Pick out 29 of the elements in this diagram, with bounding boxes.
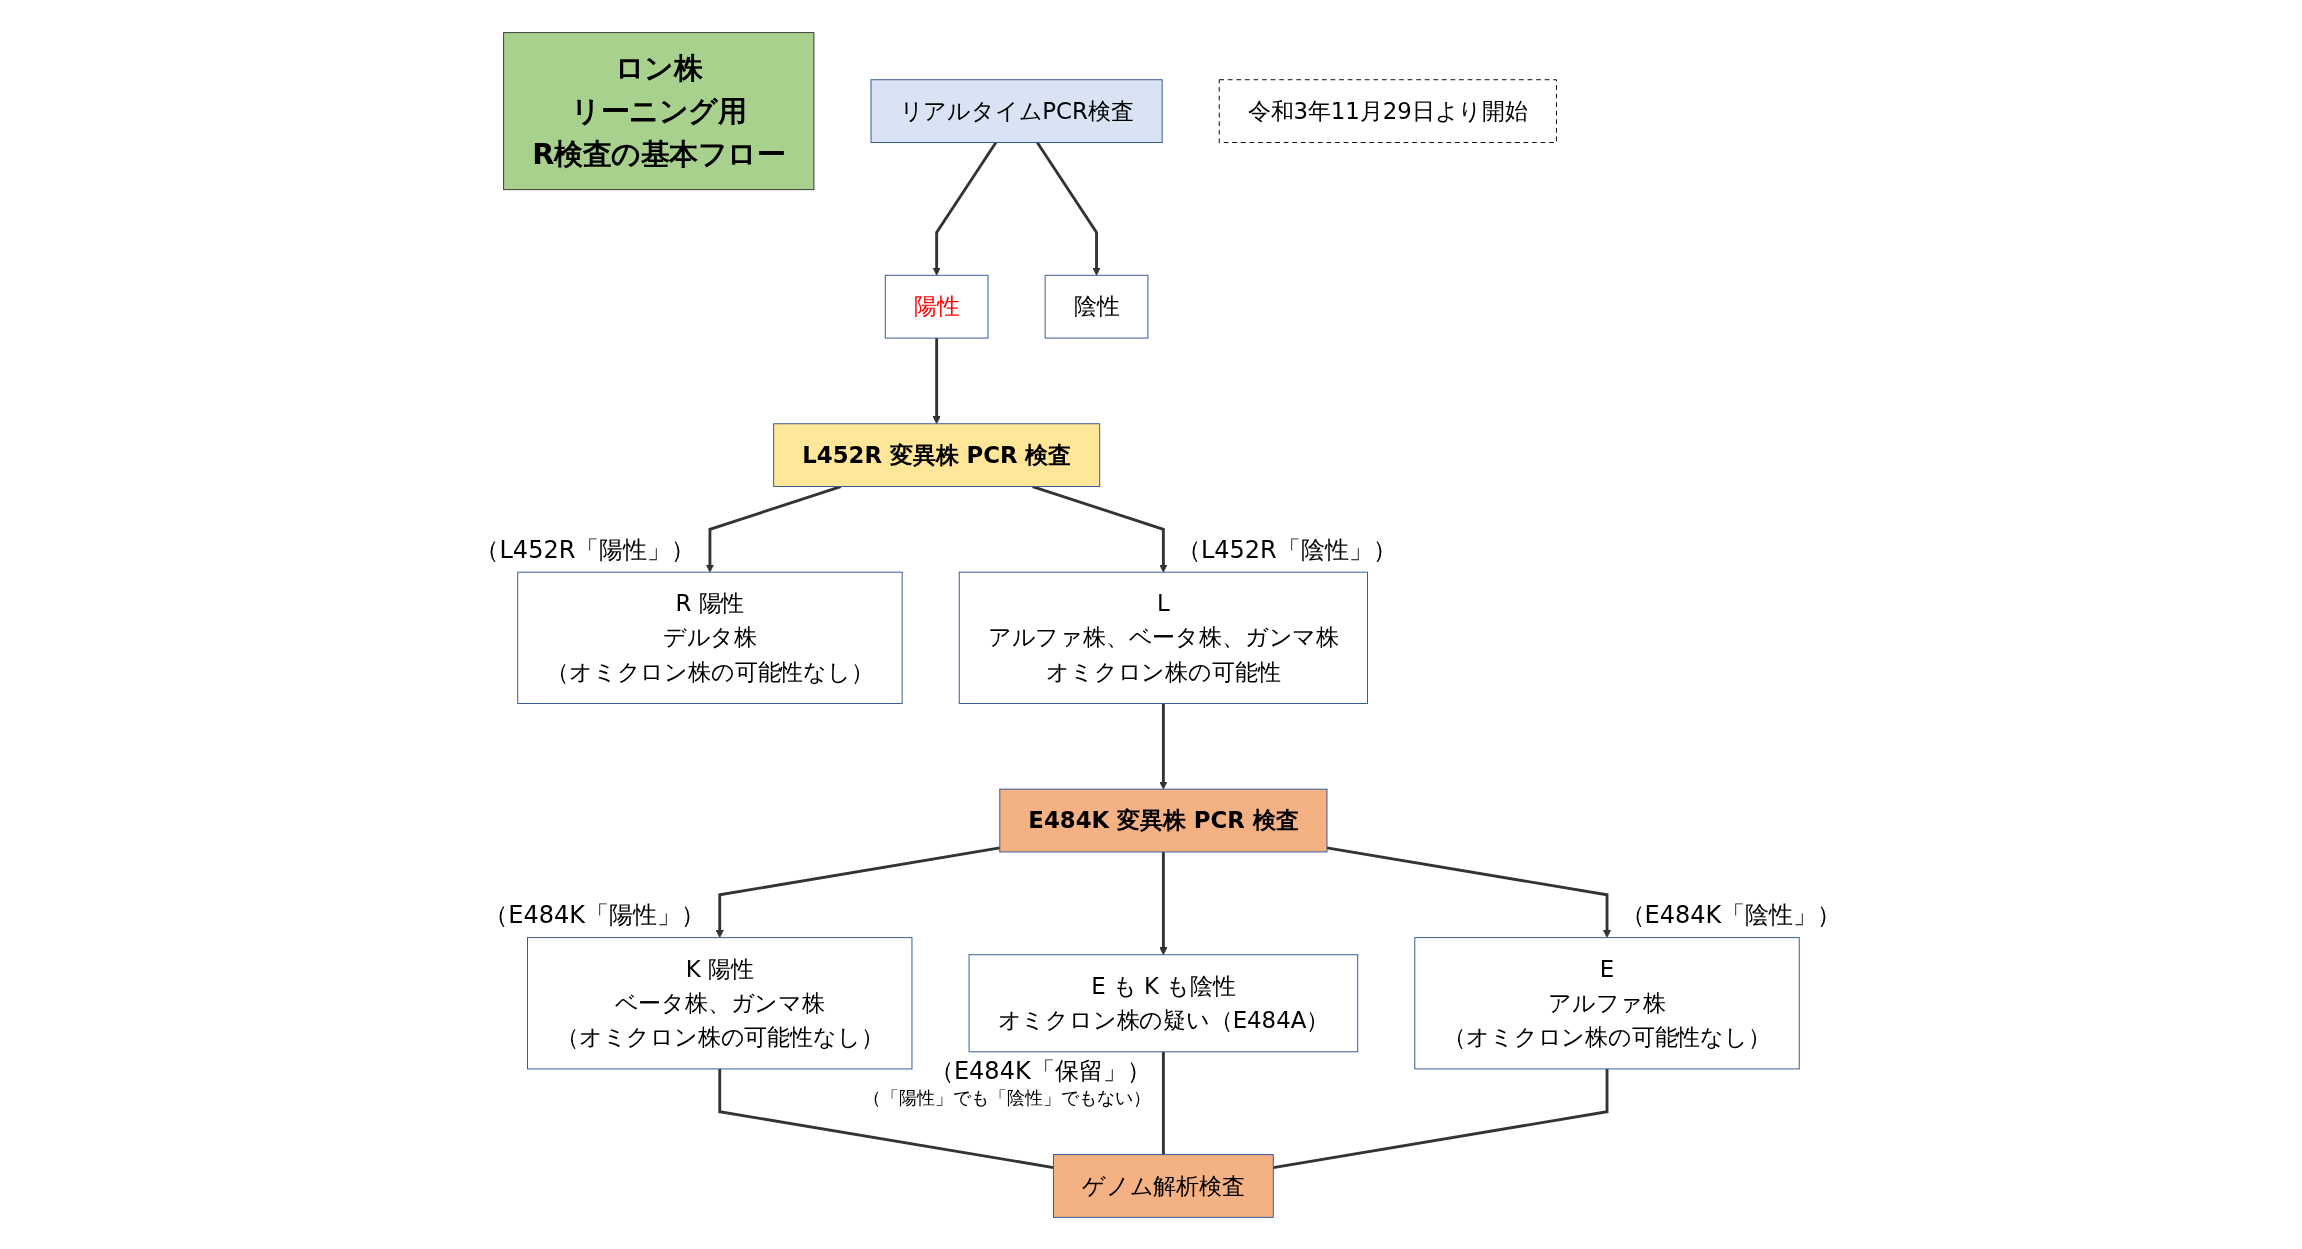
connector xyxy=(1161,1051,1165,1155)
result-note: （L452R「陰性」） xyxy=(1176,535,1397,565)
node-box: 陰性 xyxy=(1044,274,1148,339)
arrow xyxy=(932,337,941,424)
node-box: K 陽性 ベータ株、ガンマ株 （オミクロン株の可能性なし） xyxy=(526,936,912,1069)
arrow xyxy=(1158,851,1168,955)
connector xyxy=(717,1068,1054,1169)
arrow xyxy=(1035,141,1101,276)
result-note: （E484K「保留」） xyxy=(929,1057,1151,1087)
node-box: 令和3年11月29日より開始 xyxy=(1218,78,1557,143)
arrow xyxy=(932,141,997,276)
node-box: 陽性 xyxy=(884,274,989,339)
result-note: （「陽性」でも「陰性」でもない） xyxy=(862,1087,1151,1109)
node-box: L452R 変異株 PCR 検査 xyxy=(772,422,1100,487)
node-box: ゲノム解析検査 xyxy=(1052,1153,1274,1218)
node-box: R 陽性 デルタ株 （オミクロン株の可能性なし） xyxy=(516,571,903,704)
node-box: ロン株 リーニング用 R検査の基本フロー xyxy=(502,31,814,190)
result-note: （E484K「陰性」） xyxy=(1620,901,1842,930)
result-note: （L452R「陽性」） xyxy=(475,535,696,565)
node-box: E アルファ株 （オミクロン株の可能性なし） xyxy=(1413,936,1800,1069)
node-box: L アルファ株、ベータ株、ガンマ株 オミクロン株の可能性 xyxy=(958,571,1368,704)
node-box: リアルタイムPCR検査 xyxy=(870,78,1163,143)
connector xyxy=(1272,1068,1608,1169)
node-box: E も K も陰性 オミクロン株の疑い（E484A） xyxy=(968,953,1358,1052)
arrow xyxy=(1326,846,1611,938)
arrow xyxy=(715,846,1000,938)
arrow xyxy=(1158,703,1168,790)
result-note: （E484K「陽性」） xyxy=(484,901,705,930)
node-box: E484K 変異株 PCR 検査 xyxy=(998,788,1328,852)
